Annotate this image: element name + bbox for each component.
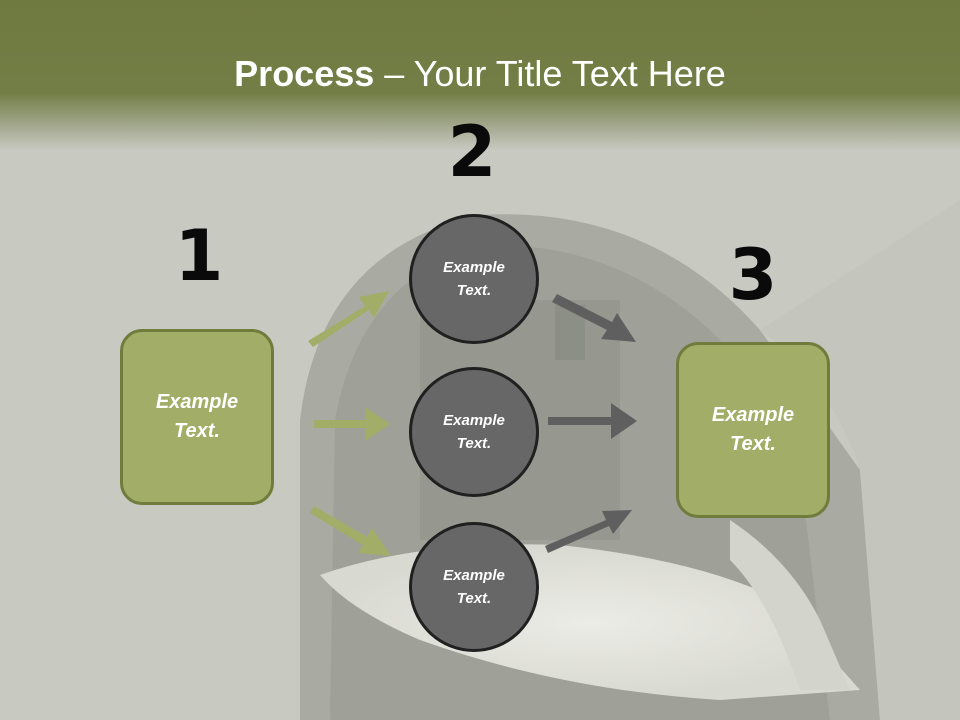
right-box-line2: Text. <box>730 433 776 455</box>
right-box-line1: Example <box>711 404 795 426</box>
arrow-left-to-bottom-icon <box>310 506 391 556</box>
circle-bottom-line1: Example <box>443 567 505 584</box>
arrow-top-to-right-icon <box>552 294 636 342</box>
slide-title: Process – Your Title Text Here <box>0 52 960 96</box>
step-number-3: 3 <box>728 234 778 316</box>
title-bold: Process <box>234 53 375 94</box>
title-rest: – Your Title Text Here <box>374 53 726 94</box>
left-box-line1: Example <box>155 391 239 413</box>
circle-middle-line2: Text. <box>456 435 492 452</box>
step-number-1: 1 <box>174 215 224 297</box>
step-number-2: 2 <box>447 111 497 193</box>
title-bar <box>0 0 960 150</box>
arrow-bottom-to-right-icon <box>545 510 632 553</box>
circle-bottom-line2: Text. <box>456 590 492 607</box>
left-box-line2: Text. <box>174 420 220 442</box>
arrow-left-to-top-icon <box>308 291 389 347</box>
arrow-middle-to-right-icon <box>548 403 637 439</box>
arrow-left-to-middle-icon <box>314 407 390 441</box>
circle-top-line1: Example <box>443 259 505 276</box>
circle-middle-line1: Example <box>443 412 505 429</box>
circle-top-line2: Text. <box>456 282 492 299</box>
